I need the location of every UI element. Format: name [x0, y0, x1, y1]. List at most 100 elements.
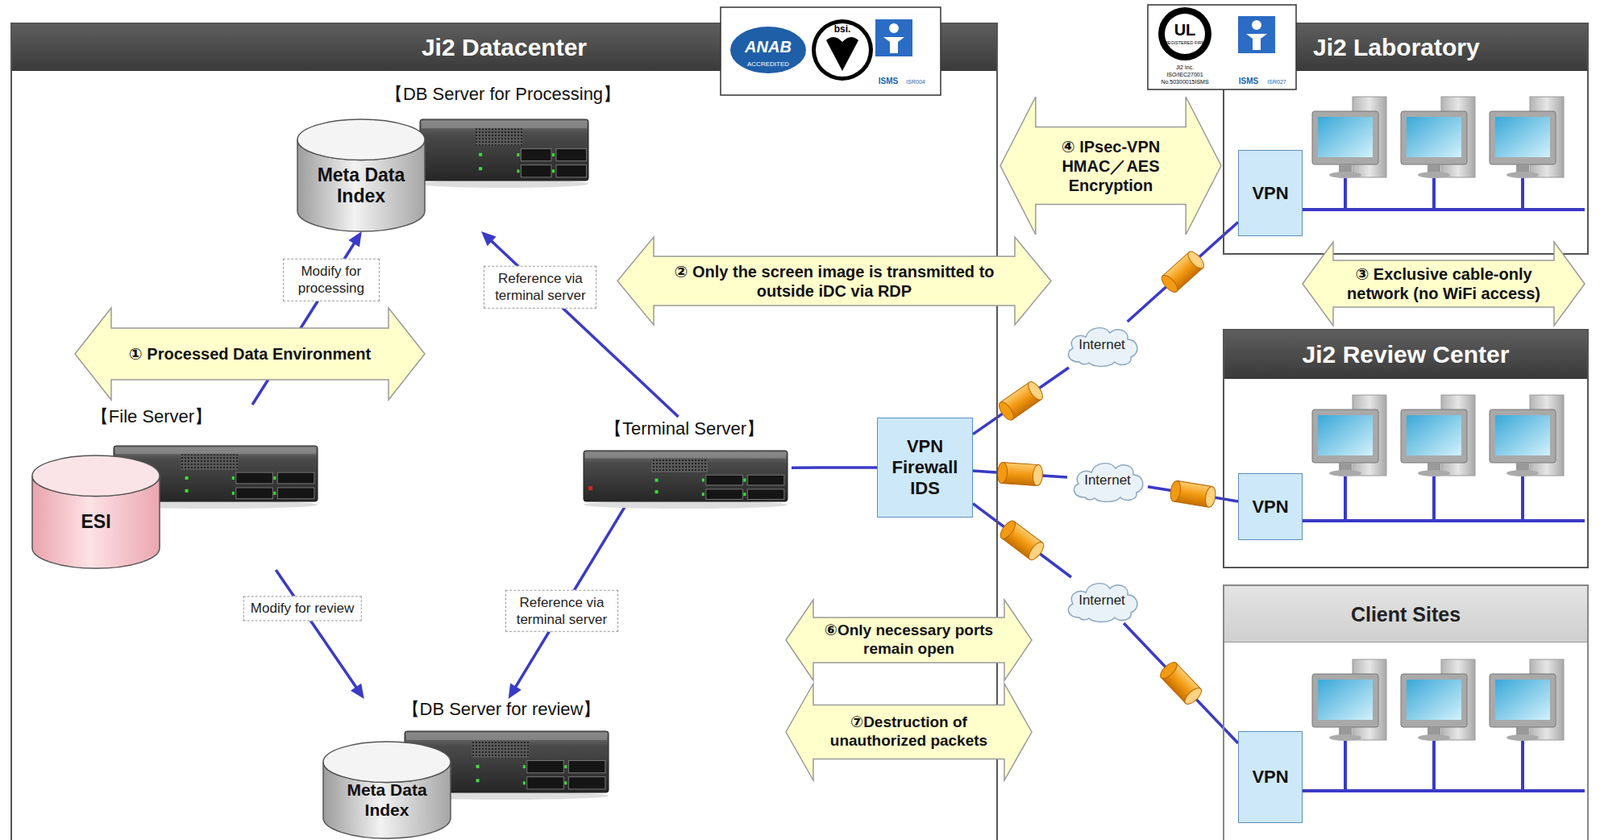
monitor-screen [1317, 679, 1373, 720]
drive-bay [520, 165, 552, 178]
vpn-box: VPN [1238, 149, 1303, 237]
isms-logo [1246, 33, 1268, 50]
database-label: Meta Data Index [323, 782, 451, 819]
logo-text: No.50300015ISMS [1160, 78, 1209, 85]
status-led [476, 778, 480, 782]
server-bevel [421, 120, 587, 129]
internet-cloud: Internet [1061, 321, 1143, 368]
logo-text: ISR004 [905, 78, 925, 85]
arrowhead [348, 231, 362, 247]
network-drop [1432, 476, 1436, 521]
server-grille [650, 457, 708, 473]
status-led [476, 764, 480, 769]
vpn-tunnel [1168, 479, 1217, 508]
status-led [564, 781, 567, 785]
power-led [588, 486, 593, 491]
monitor-frame [1400, 673, 1468, 728]
connector-line [1123, 623, 1239, 744]
tunnel-end [1025, 379, 1046, 403]
status-led [702, 492, 705, 496]
drive-bay [277, 472, 315, 484]
monitor-stand [1516, 727, 1530, 736]
server-heading: 【DB Server for review】 [402, 698, 602, 720]
logo-box [1147, 4, 1297, 90]
network-drop [1343, 740, 1347, 791]
monitor-frame [1489, 111, 1556, 165]
monitor-screen [1406, 679, 1462, 720]
lan-bus [1300, 789, 1585, 793]
callout-arrow: ① Processed Data Environment [74, 307, 425, 400]
db-server: 【DB Server for Processing】Meta Data Inde… [297, 82, 604, 232]
edge-label: Modify for review [243, 595, 362, 621]
monitor-stand [1338, 462, 1352, 471]
callout-arrow-shape [1302, 241, 1585, 326]
drive-bay [706, 489, 744, 500]
drive-bay [556, 148, 587, 161]
status-led [523, 764, 526, 769]
bsi-logo [811, 19, 873, 81]
status-led [523, 781, 526, 785]
monitor-base [1417, 734, 1451, 741]
cloud-label: Internet [1078, 592, 1126, 609]
vpn-tunnel [1159, 249, 1207, 296]
callout-text: ② Only the screen image is transmitted t… [658, 261, 1010, 301]
server-bevel [115, 447, 316, 454]
monitor-frame [1400, 409, 1468, 463]
double-arrow [1302, 241, 1585, 326]
network-drop [1343, 178, 1347, 210]
edge-label: Reference via terminal server [483, 265, 597, 309]
callout-text: ③ Exclusive cable-only network (no WiFi … [1338, 264, 1550, 304]
vpn-tunnel [996, 379, 1046, 423]
tunnel-end [1168, 479, 1182, 503]
logo-box [720, 7, 941, 96]
box-text: VPN [1251, 182, 1289, 204]
logo-text: ISMS [878, 77, 898, 86]
callout-arrow: ⑥Only necessary ports remain open [785, 599, 1032, 681]
monitor-stand [1516, 164, 1530, 173]
status-led [273, 476, 276, 480]
network-drop [1432, 740, 1436, 791]
server-body [583, 450, 788, 502]
connector-line [1127, 221, 1239, 322]
drive-bay [527, 760, 565, 773]
connector [1123, 623, 1239, 744]
monitor-frame [1312, 673, 1379, 728]
monitor-frame [1312, 409, 1379, 463]
box-text: VPN [1251, 766, 1289, 788]
connector-line [275, 569, 357, 689]
drive-bay [568, 760, 606, 773]
monitor-screen [1317, 116, 1373, 158]
vpn-box: VPN [1238, 473, 1303, 541]
isms-logo [883, 37, 905, 54]
vpn-tunnel [1157, 659, 1204, 707]
box-text: VPN [1251, 496, 1289, 518]
monitor-stand [1338, 727, 1352, 736]
monitor-frame [1400, 111, 1468, 165]
monitor-base [1329, 469, 1362, 477]
logo-text: UL [1174, 21, 1197, 38]
callout-text: ④ IPsec-VPN HMAC／AES Encryption [1040, 137, 1181, 196]
panel-header: Client Sites [1224, 585, 1588, 643]
status-led [185, 489, 189, 493]
status-led [655, 478, 659, 483]
tunnel-end [1026, 539, 1047, 562]
status-led [273, 491, 276, 495]
bsi-logo [815, 23, 869, 77]
drive-bay [527, 777, 565, 790]
isms-logo [875, 19, 913, 57]
connector [972, 367, 1069, 435]
logo-text: Ji2 Inc. [1176, 64, 1194, 71]
callout-arrow: ④ IPsec-VPN HMAC／AES Encryption [1000, 96, 1222, 235]
callout-arrow: ⑦Destruction of unauthorized packets [785, 683, 1032, 781]
status-led [516, 169, 520, 173]
callout-arrow-shape [617, 236, 1052, 325]
anab-logo [729, 25, 807, 75]
monitor-screen [1406, 415, 1462, 456]
double-arrow [617, 236, 1052, 325]
bsi-logo [826, 37, 859, 71]
tunnel-end [1157, 659, 1180, 682]
connector-line [515, 502, 628, 688]
monitor-base [1329, 171, 1362, 179]
tunnel-end [1182, 685, 1205, 707]
